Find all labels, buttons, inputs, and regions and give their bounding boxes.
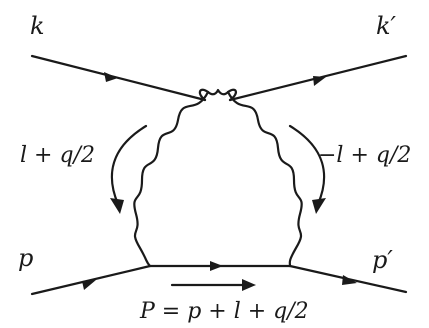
left-photon-line [133,90,210,268]
incoming-line-k [30,54,207,102]
right-curved-arrow [288,124,326,206]
left-curved-arrow-head-icon [110,198,124,214]
label-p: p [18,244,33,272]
momentum-arrow-P-head-icon [242,279,256,291]
label-p-prime: p′ [372,246,393,274]
arrow-k-icon [104,72,118,82]
arrow-P-icon [210,261,223,271]
arrow-p-prime-icon [342,275,357,285]
right-photon-line [226,90,303,268]
top-vertex-loops [198,88,237,102]
arrow-k-prime-icon [313,76,326,86]
incoming-line-p [30,264,152,296]
arrow-p-icon [82,280,96,290]
label-momentum-P: P = p + l + q/2 [139,299,309,324]
right-curved-arrow-head-icon [312,198,326,214]
label-right-momentum: −l + q/2 [318,143,411,168]
label-left-momentum: l + q/2 [20,143,95,168]
label-k: k [30,12,45,40]
label-k-prime: k′ [376,12,397,40]
left-curved-arrow [110,124,148,206]
